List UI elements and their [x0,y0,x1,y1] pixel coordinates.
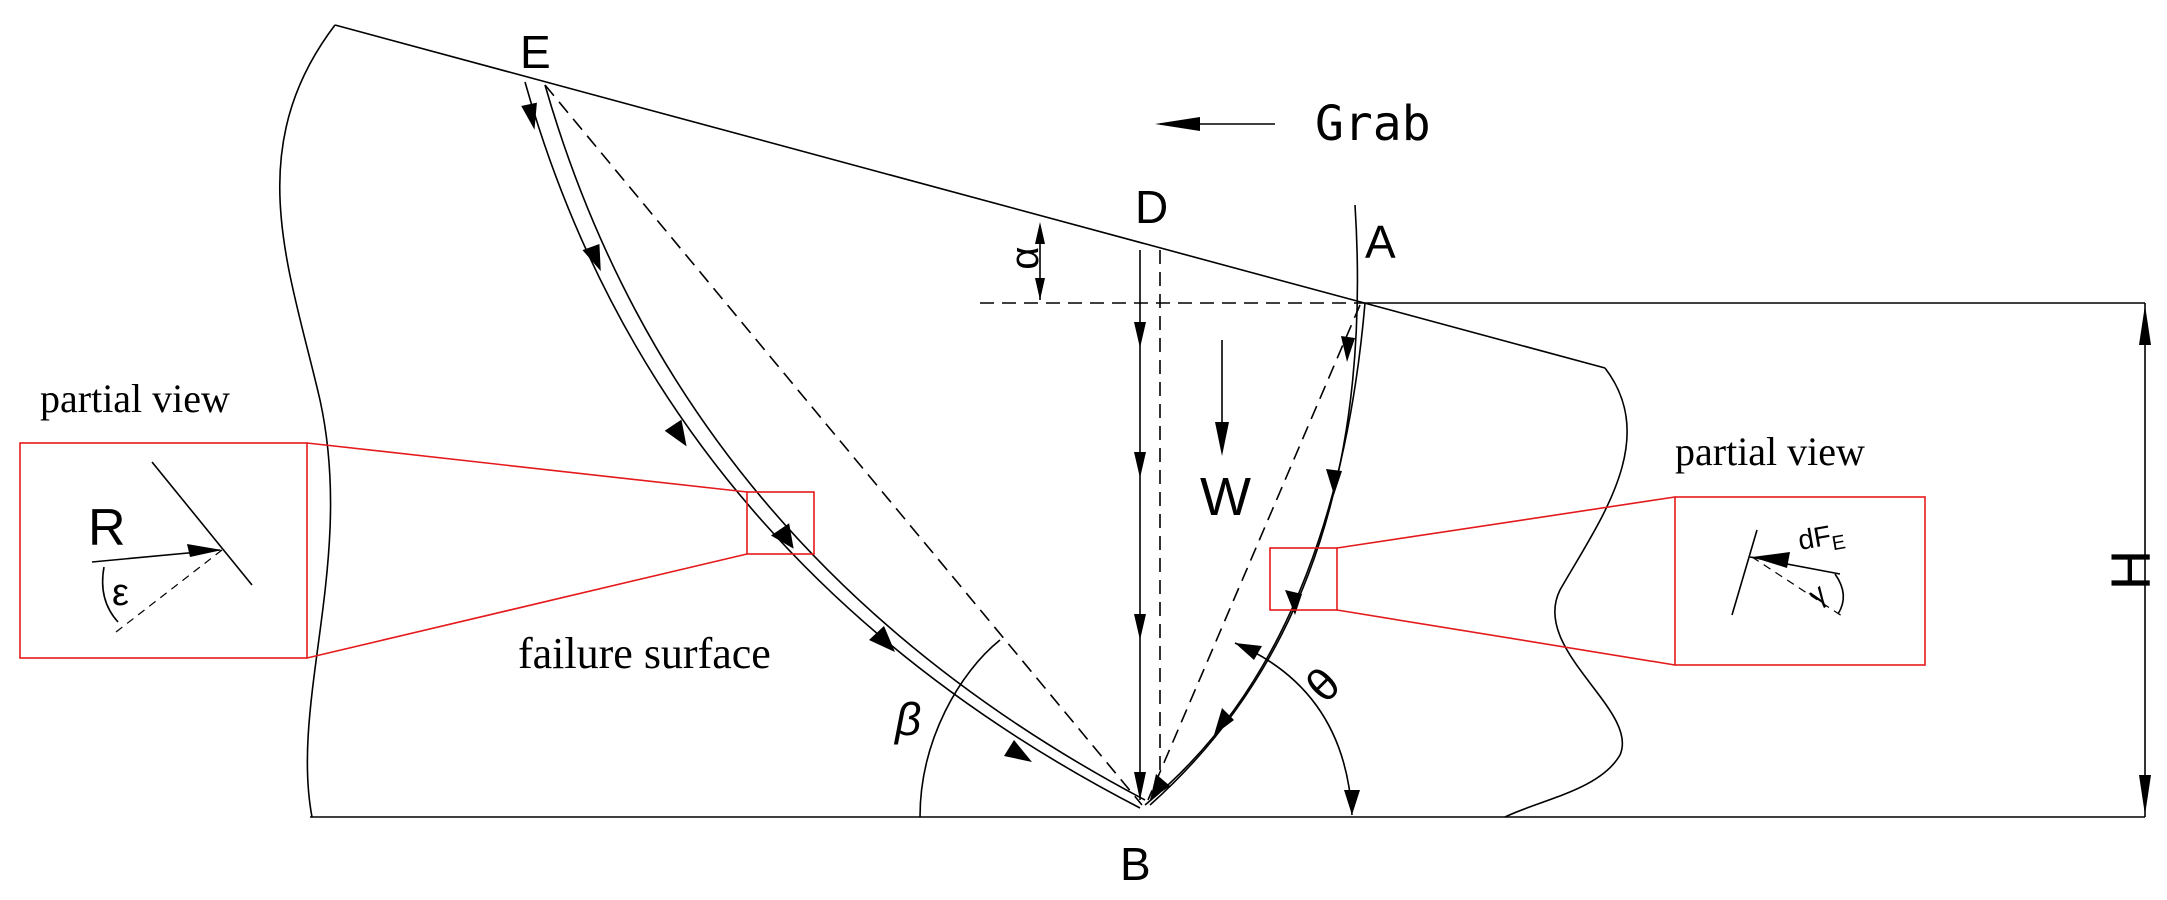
right-arrow-1 [1341,336,1355,362]
failure-arrow-5 [869,626,895,652]
top-surface [334,24,1606,369]
label-failure-surface: failure surface [518,629,771,678]
gamma-arc [1834,573,1845,615]
grab-arrow-head [1155,117,1200,131]
theta-arrow-1 [1235,643,1262,660]
label-r: R [88,499,126,557]
label-a: A [1365,216,1396,268]
h-arrow-bottom [2139,775,2151,815]
label-dfe-main: dF [1796,520,1834,556]
theta-arc [1234,642,1353,816]
left-boundary [278,24,336,818]
label-dfe-sub: E [1830,531,1847,555]
gamma-normal [1751,556,1846,619]
label-alpha: α [1003,246,1047,269]
label-d: D [1135,181,1168,233]
epsilon-arc [101,566,119,623]
label-h: H [2099,550,2162,590]
failure-surface-inner [544,84,1146,801]
alpha-arrow-down [1035,278,1045,300]
theta-arrow-2 [1344,790,1360,815]
right-inset-source [1269,547,1338,611]
d-arrow-4 [1134,772,1146,800]
right-arrow-4 [1214,708,1234,735]
h-arrow-top [2139,305,2151,345]
label-grab: Grab [1315,96,1431,152]
failure-arrow-2 [582,243,601,272]
right-arrow-2 [1326,469,1342,495]
right-arrow-5 [1150,774,1170,800]
right-inset-connector-bottom [1336,609,1676,666]
failure-arrow-3 [664,419,687,447]
right-arc-outer [1149,204,1359,806]
left-inset-connector-bottom [306,553,748,659]
label-b: B [1120,838,1151,890]
beta-arc [919,639,1001,818]
label-w: W [1200,467,1251,527]
left-inset-source [746,491,815,555]
right-inset-surface [1731,529,1758,616]
epsilon-normal [115,549,223,633]
label-partial-view-left: partial view [40,376,230,421]
r-arrow-head [187,544,222,557]
label-theta: θ [1295,657,1350,712]
label-partial-view-right: partial view [1675,429,1865,474]
failure-arrow-1 [521,102,537,130]
chord-ab [1147,304,1361,801]
dfe-arrow-head [1752,552,1790,568]
label-epsilon: ε [112,572,129,614]
w-arrow-head [1215,422,1229,456]
left-inset-box [19,442,308,659]
right-arrow-3 [1285,590,1302,615]
d-arrow-1 [1134,322,1146,348]
label-dfe: dFE [1796,517,1848,560]
d-arrow-3 [1134,614,1146,640]
d-arrow-2 [1134,452,1146,478]
failure-arrow-4 [770,523,794,549]
right-boundary [1504,367,1628,818]
right-inset-box [1674,496,1926,666]
left-inset-surface [151,461,253,586]
chord-eb [544,84,1143,806]
label-e: E [520,26,551,78]
failure-arrow-6 [1004,740,1032,762]
label-gamma: γ [1803,577,1832,610]
label-beta: β [893,693,921,745]
left-inset-connector-top [306,442,748,493]
right-inset-connector-top [1336,496,1676,549]
failure-surface-outer [524,81,1141,809]
alpha-arrow-up [1035,222,1045,244]
